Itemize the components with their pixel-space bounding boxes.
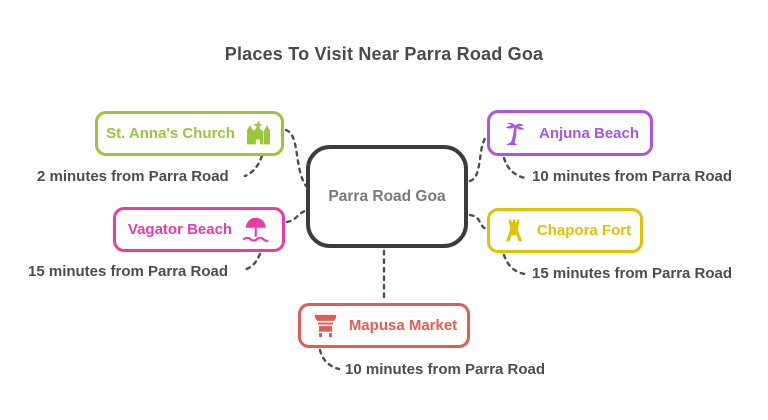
market-stall-icon (311, 310, 340, 341)
connector-anjuna-to-caption (502, 156, 527, 180)
distance-label-chapora-fort: 15 minutes from Parra Road (532, 265, 733, 282)
distance-label-mapusa-market: 10 minutes from Parra Road (345, 361, 546, 378)
connector-church-to-caption (243, 154, 264, 178)
connector-center-to-chapora (468, 213, 488, 231)
page-title: Places To Visit Near Parra Road Goa (224, 44, 544, 64)
node-label: Mapusa Market (348, 317, 458, 334)
center-node-label: Parra Road Goa (328, 187, 446, 205)
connector-vagator-to-caption (241, 252, 262, 272)
connector-mapusa-to-caption (318, 348, 341, 371)
connector-chapora-to-caption (502, 253, 527, 276)
node-label: Anjuna Beach (538, 124, 640, 142)
church-icon (244, 118, 273, 149)
connector-center-to-anjuna (468, 133, 489, 183)
distance-label-vagator-beach: 15 minutes from Parra Road (28, 263, 229, 280)
node-parra-road-goa: Parra Road Goa (306, 145, 468, 248)
node-anjuna-beach: Anjuna Beach (487, 110, 653, 156)
node-label: Vagator Beach (127, 221, 233, 238)
node-vagator-beach: Vagator Beach (113, 207, 285, 252)
node-chapora-fort: Chapora Fort (487, 208, 643, 253)
distance-label-anjuna-beach: 10 minutes from Parra Road (532, 168, 733, 185)
connector-church-to-center (284, 128, 308, 188)
node-st-annas-church: St. Anna's Church (95, 111, 284, 156)
connector-vagator-to-center (285, 209, 307, 224)
beach-umbrella-icon (241, 214, 270, 245)
node-label: St. Anna's Church (106, 125, 235, 142)
fort-icon (499, 215, 528, 246)
distance-label-st-annas-church: 2 minutes from Parra Road (37, 168, 229, 185)
palm-tree-icon (501, 118, 530, 149)
node-label: Chapora Fort (536, 222, 632, 239)
node-mapusa-market: Mapusa Market (298, 303, 470, 348)
